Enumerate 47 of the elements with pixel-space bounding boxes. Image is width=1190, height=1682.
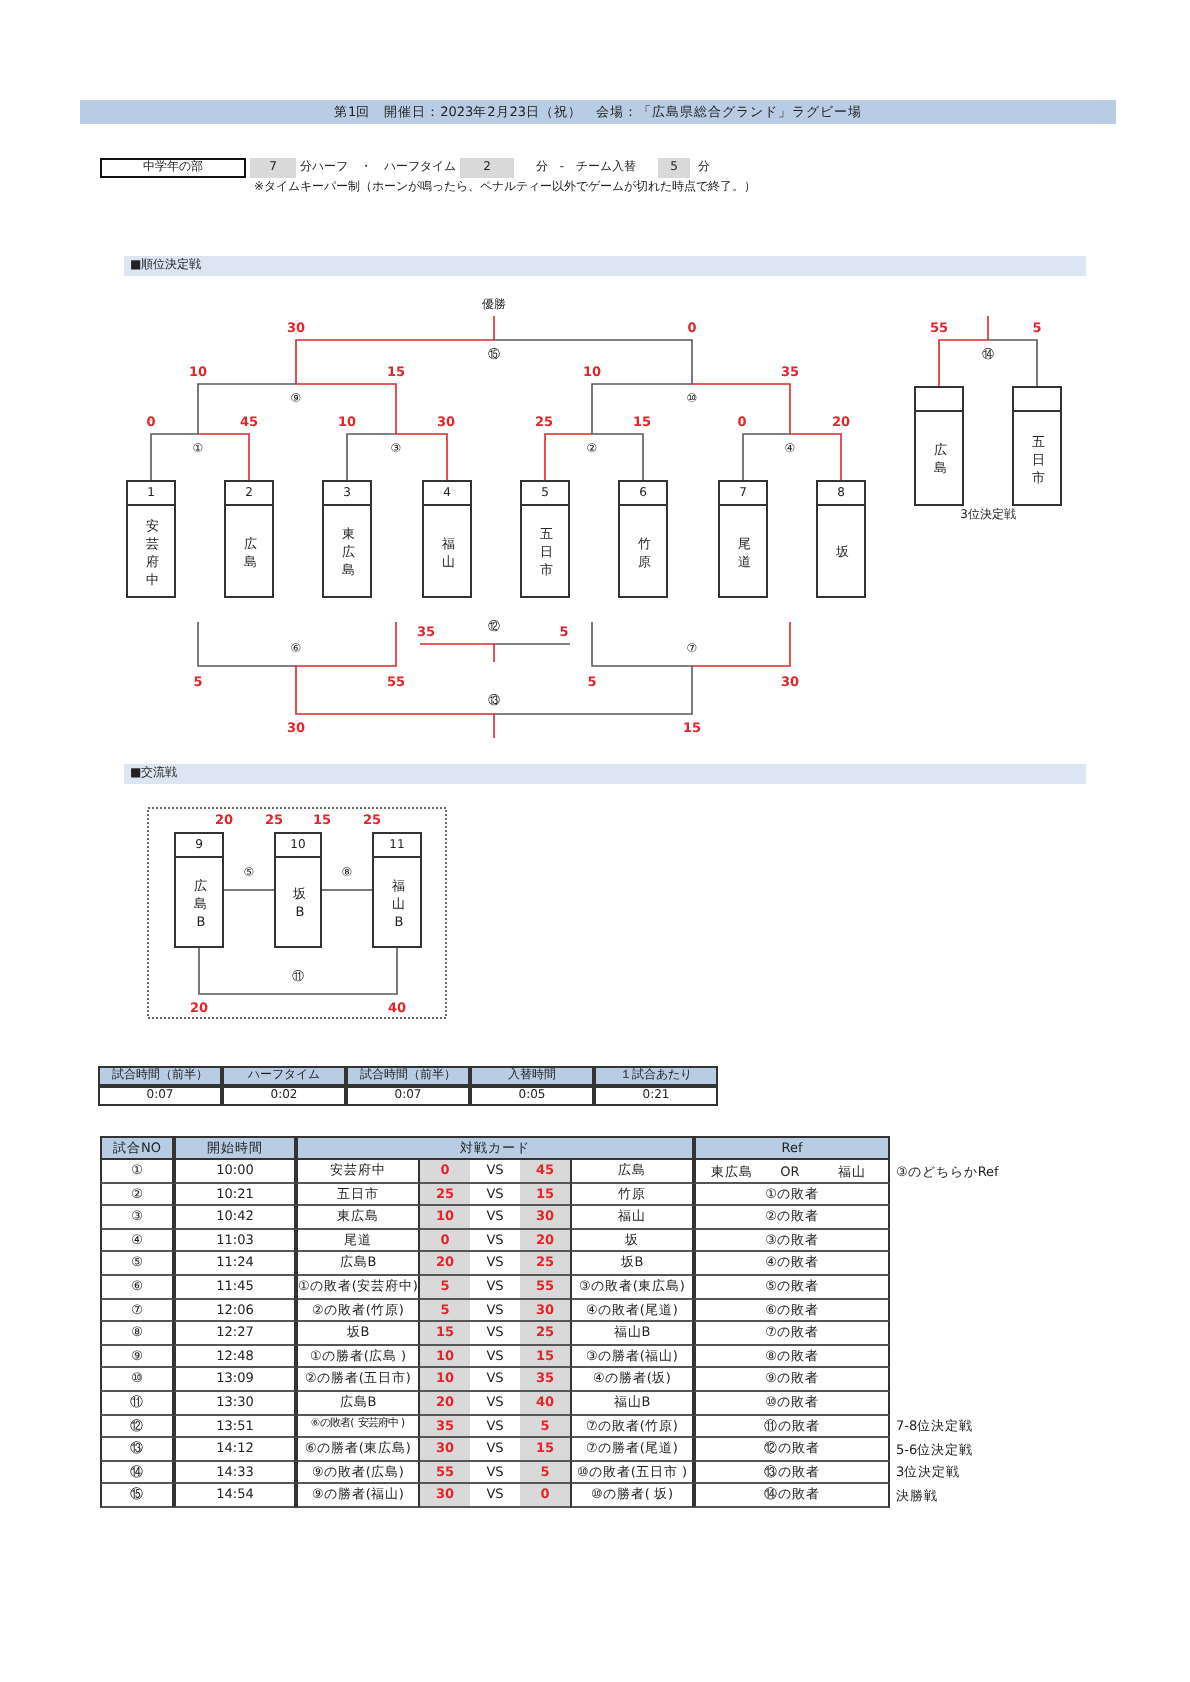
bracket-line [295,621,397,667]
bracket-line [987,339,1038,387]
bracket-line [544,433,593,481]
team-box [520,480,570,598]
bracket-line [297,947,398,995]
bracket-line [346,433,397,481]
bracket-line [789,433,842,481]
bracket-line [197,433,250,481]
bracket-line [223,889,250,891]
bracket-line [691,383,791,435]
bracket-line [295,383,397,435]
team-box [816,480,866,598]
bracket-line [346,889,373,891]
bracket-line [591,383,693,435]
bracket-line [295,665,495,715]
bracket-line [197,383,297,435]
team-box [224,480,274,598]
team-box [1012,386,1062,506]
team-box [914,386,964,506]
bracket-line [691,621,791,667]
bracket-line [395,433,448,481]
bracket-line [493,643,571,645]
bracket-line [938,339,989,387]
bracket-line [493,643,495,663]
team-box [322,480,372,598]
team-box [422,480,472,598]
bracket-line [742,433,791,481]
bracket-line [493,713,495,739]
bracket-line [197,621,297,667]
bracket-line [493,339,693,385]
bracket-line [248,889,275,891]
team-box [274,832,322,948]
team-box [174,832,224,948]
bracket-line [493,665,693,715]
team-box [718,480,768,598]
bracket-line [150,433,199,481]
bracket-line [419,643,495,645]
bracket-line [321,889,348,891]
team-box [372,832,422,948]
bracket-line [493,315,495,341]
team-box [126,480,176,598]
bracket-line [295,339,495,385]
team-box [618,480,668,598]
bracket-line [591,621,693,667]
bracket-line [591,433,644,481]
bracket-line [987,315,989,341]
bracket-line [198,947,299,995]
